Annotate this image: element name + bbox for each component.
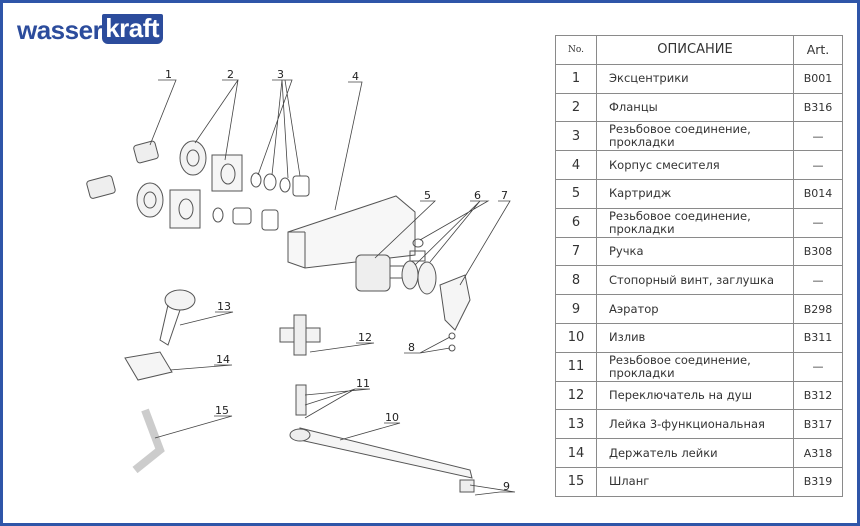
handle (401, 238, 471, 331)
cell-desc: Лейка 3-функциональная (596, 409, 794, 440)
cell-desc: Резьбовое соединение, прокладки (596, 351, 794, 382)
cell-desc: Корпус смесителя (596, 150, 794, 180)
cell-no: 8 (555, 265, 597, 296)
callout-8: 8 (408, 341, 415, 354)
cell-art: — (793, 121, 843, 152)
diverter (279, 314, 321, 356)
cell-art: B317 (793, 409, 843, 440)
cell-desc: Излив (596, 322, 794, 353)
header-no: No. (555, 35, 597, 65)
callout-6: 6 (474, 189, 481, 202)
callout-9: 9 (503, 480, 510, 493)
callout-7: 7 (501, 189, 508, 202)
cell-art: B001 (793, 63, 843, 94)
header-description: ОПИСАНИЕ (596, 35, 794, 65)
table-header: No. ОПИСАНИЕ Art. (555, 35, 843, 65)
brand-logo-part2: kraft (102, 14, 164, 44)
cell-no: 15 (555, 466, 597, 497)
callout-4: 4 (352, 70, 359, 83)
cell-art: B014 (793, 178, 843, 209)
cell-art: — (793, 207, 843, 238)
callout-11: 11 (356, 377, 370, 390)
cell-desc: Фланцы (596, 92, 794, 123)
cell-art: B298 (793, 294, 843, 324)
cell-desc: Стопорный винт, заглушка (596, 265, 794, 296)
cell-no: 2 (555, 92, 597, 123)
cell-no: 4 (555, 150, 597, 180)
cell-no: 9 (555, 294, 597, 324)
header-art: Art. (793, 35, 843, 65)
cell-desc: Аэратор (596, 294, 794, 324)
cell-desc: Резьбовое соединение, прокладки (596, 207, 794, 238)
cell-no: 7 (555, 236, 597, 267)
cell-art: B308 (793, 236, 843, 267)
callout-1: 1 (165, 68, 172, 81)
hose (132, 408, 165, 474)
callout-15: 15 (215, 404, 229, 417)
shower-head (159, 289, 196, 346)
cell-desc: Эксцентрики (596, 63, 794, 94)
cell-no: 14 (555, 438, 597, 468)
cell-no: 10 (555, 322, 597, 353)
cell-no: 11 (555, 351, 597, 382)
callout-10: 10 (385, 411, 399, 424)
callout-2: 2 (227, 68, 234, 81)
spout (289, 384, 475, 493)
cell-no: 6 (555, 207, 597, 238)
cell-no: 13 (555, 409, 597, 440)
cell-art: A318 (793, 438, 843, 468)
flanges (136, 140, 207, 218)
callout-14: 14 (216, 353, 230, 366)
callout-12: 12 (358, 331, 372, 344)
callout-13: 13 (217, 300, 231, 313)
cell-desc: Держатель лейки (596, 438, 794, 468)
leader-lines (149, 79, 516, 496)
cell-art: B312 (793, 380, 843, 411)
cell-art: — (793, 265, 843, 296)
cell-no: 12 (555, 380, 597, 411)
cell-desc: Картридж (596, 178, 794, 209)
exploded-diagram: 1 2 3 4 5 6 7 8 9 10 11 12 13 14 15 (86, 68, 516, 496)
cell-no: 1 (555, 63, 597, 94)
cell-no: 3 (555, 121, 597, 152)
eccentrics (86, 140, 159, 199)
cell-art: B319 (793, 466, 843, 497)
cell-desc: Шланг (596, 466, 794, 497)
cartridge (355, 254, 405, 292)
cell-no: 5 (555, 178, 597, 209)
callout-3: 3 (277, 68, 284, 81)
cell-art: B316 (793, 92, 843, 123)
cell-desc: Переключатель на душ (596, 380, 794, 411)
cell-art: — (793, 150, 843, 180)
cell-desc: Ручка (596, 236, 794, 267)
callout-5: 5 (424, 189, 431, 202)
cell-desc: Резьбовое соединение, прокладки (596, 121, 794, 152)
brand-logo-part1: wasser (17, 15, 103, 45)
shower-holder (124, 351, 173, 381)
cell-art: — (793, 351, 843, 382)
cell-art: B311 (793, 322, 843, 353)
mixer-body (287, 195, 416, 269)
connectors (169, 154, 310, 231)
